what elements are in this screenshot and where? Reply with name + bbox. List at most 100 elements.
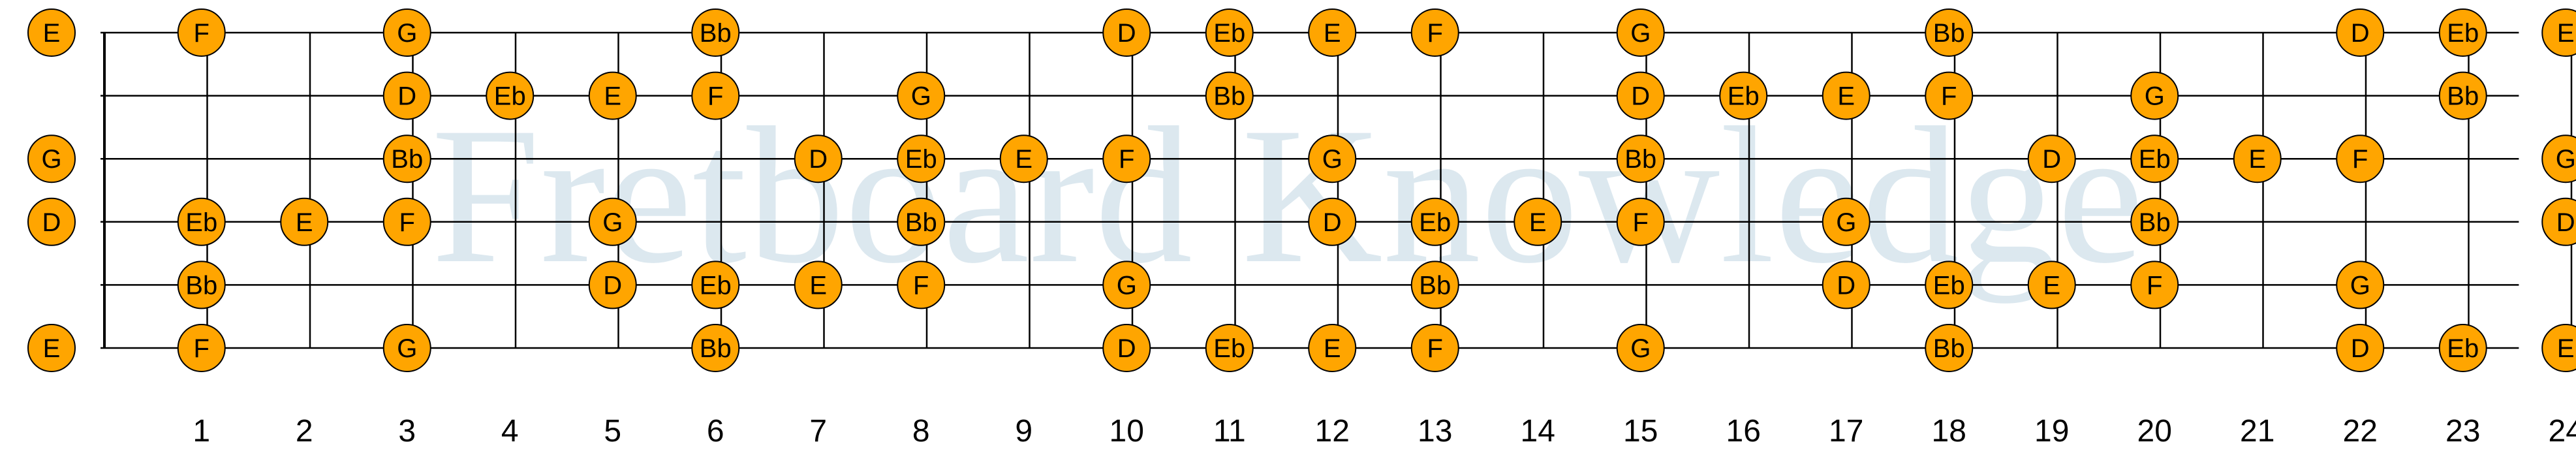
note-label: Eb <box>1213 19 1245 48</box>
note-circle <box>2027 261 2076 309</box>
fret-note: Bb <box>1925 8 1974 57</box>
fret-note: E <box>2541 8 2576 57</box>
fret-note: F <box>897 261 946 309</box>
fret-note: F <box>1925 71 1974 120</box>
fret-note: F <box>1410 324 1459 372</box>
open-string-note: G <box>27 135 76 183</box>
note-label: D <box>1837 271 1855 300</box>
note-label: E <box>43 19 61 48</box>
fret-note: E <box>2027 261 2076 309</box>
fret-note: E <box>1513 197 1562 246</box>
note-circle <box>2336 135 2385 183</box>
note-circle <box>1616 324 1665 372</box>
note-circle <box>2438 71 2487 120</box>
note-circle <box>2130 261 2179 309</box>
note-label: F <box>1633 208 1649 237</box>
note-circle <box>2336 324 2385 372</box>
note-label: F <box>1119 145 1134 174</box>
fret-note: Eb <box>897 135 946 183</box>
note-circle <box>691 261 740 309</box>
note-circle <box>1410 261 1459 309</box>
note-circle <box>897 135 946 183</box>
fret-note: Eb <box>486 71 535 120</box>
fret-number: 16 <box>1726 414 1761 449</box>
note-label: Bb <box>1213 82 1245 111</box>
fret-note: D <box>2541 197 2576 246</box>
fret-number: 19 <box>2034 414 2069 449</box>
note-circle <box>897 71 946 120</box>
fret-note: F <box>1410 8 1459 57</box>
note-circle <box>1616 197 1665 246</box>
note-label: E <box>2248 145 2266 174</box>
note-label: D <box>2351 334 2370 363</box>
note-label: E <box>1324 334 1341 363</box>
fret-number: 10 <box>1110 414 1144 449</box>
note-label: E <box>296 208 313 237</box>
note-label: G <box>397 334 417 363</box>
fret-number: 17 <box>1829 414 1863 449</box>
fret-number: 4 <box>501 414 519 449</box>
fret-note: Eb <box>1205 8 1254 57</box>
note-circle <box>27 324 76 372</box>
note-circle <box>1925 71 1974 120</box>
note-label: Bb <box>905 208 937 237</box>
note-label: E <box>2557 19 2575 48</box>
open-string-note: D <box>27 197 76 246</box>
note-circle <box>1205 324 1254 372</box>
note-label: F <box>1941 82 1957 111</box>
note-label: E <box>1015 145 1032 174</box>
fret-note: E <box>588 71 637 120</box>
note-label: D <box>1117 334 1136 363</box>
note-circle <box>897 197 946 246</box>
fret-note: F <box>177 324 226 372</box>
note-circle <box>2336 261 2385 309</box>
note-circle <box>1102 135 1151 183</box>
note-circle <box>1616 8 1665 57</box>
note-circle <box>1719 71 1768 120</box>
fret-note: F <box>2130 261 2179 309</box>
note-label: F <box>1427 334 1443 363</box>
open-string-note: E <box>27 8 76 57</box>
note-circle <box>794 261 843 309</box>
note-label: Bb <box>185 271 217 300</box>
note-label: D <box>1631 82 1650 111</box>
note-circle <box>27 197 76 246</box>
note-circle <box>1308 135 1357 183</box>
note-circle <box>27 135 76 183</box>
fret-note: Bb <box>2438 71 2487 120</box>
note-circle <box>1822 261 1870 309</box>
fret-number: 23 <box>2445 414 2480 449</box>
fret-note: Eb <box>177 197 226 246</box>
note-label: Eb <box>2447 334 2479 363</box>
note-label: Eb <box>2447 19 2479 48</box>
fret-note: G <box>897 71 946 120</box>
fret-note: G <box>2130 71 2179 120</box>
open-string-note: E <box>27 324 76 372</box>
fret-note: D <box>1308 197 1357 246</box>
fret-note: G <box>2541 135 2576 183</box>
fret-note: E <box>1308 8 1357 57</box>
note-label: G <box>2556 145 2576 174</box>
note-circle <box>382 71 431 120</box>
fret-number: 15 <box>1623 414 1658 449</box>
fret-note: Bb <box>382 135 431 183</box>
note-label: G <box>602 208 623 237</box>
note-circle <box>1308 324 1357 372</box>
fret-note: Bb <box>1205 71 1254 120</box>
note-label: G <box>1322 145 1342 174</box>
note-circle <box>2541 135 2576 183</box>
note-circle <box>1102 324 1151 372</box>
fret-note: F <box>177 8 226 57</box>
note-label: Bb <box>1933 19 1965 48</box>
note-circle <box>177 324 226 372</box>
note-circle <box>1308 8 1357 57</box>
fret-number: 7 <box>809 414 827 449</box>
fret-number: 13 <box>1418 414 1452 449</box>
fret-note: Eb <box>1205 324 1254 372</box>
fret-note: Eb <box>691 261 740 309</box>
fret-note: G <box>2336 261 2385 309</box>
fret-number: 9 <box>1015 414 1032 449</box>
note-label: Bb <box>2139 208 2171 237</box>
note-circle <box>1925 261 1974 309</box>
note-circle <box>2130 197 2179 246</box>
